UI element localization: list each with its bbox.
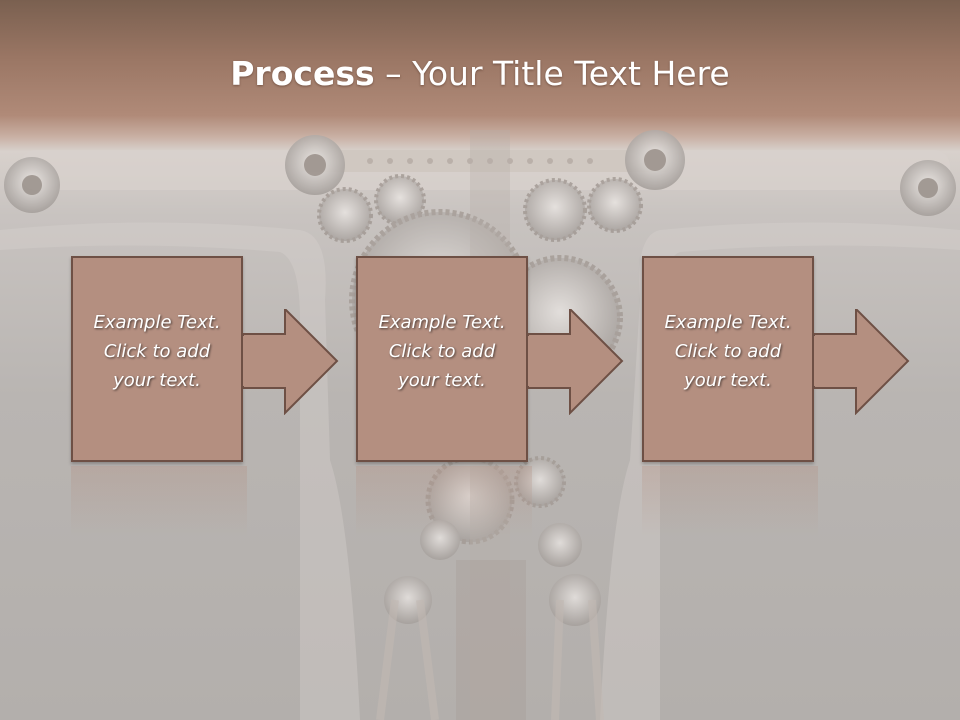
right-arrow-icon xyxy=(243,309,339,415)
step-text[interactable]: Example Text. Click to add your text. xyxy=(664,312,792,391)
process-step-1[interactable]: Example Text. Click to add your text. xyxy=(71,256,339,464)
step-text[interactable]: Example Text. Click to add your text. xyxy=(378,312,506,391)
step-box[interactable] xyxy=(71,256,243,462)
right-arrow-icon xyxy=(528,309,624,415)
step-reflection xyxy=(356,466,532,536)
title-bold: Process xyxy=(230,54,375,93)
slide-title[interactable]: Process – Your Title Text Here xyxy=(0,52,960,96)
step-reflection xyxy=(71,466,247,536)
right-arrow-icon xyxy=(814,309,910,415)
process-step-3[interactable]: Example Text. Click to add your text. xyxy=(642,256,910,464)
step-text[interactable]: Example Text. Click to add your text. xyxy=(93,312,221,391)
step-box[interactable] xyxy=(356,256,528,462)
process-step-2[interactable]: Example Text. Click to add your text. xyxy=(356,256,624,464)
title-text: – Your Title Text Here xyxy=(374,54,730,93)
step-box[interactable] xyxy=(642,256,814,462)
step-reflection xyxy=(642,466,818,536)
